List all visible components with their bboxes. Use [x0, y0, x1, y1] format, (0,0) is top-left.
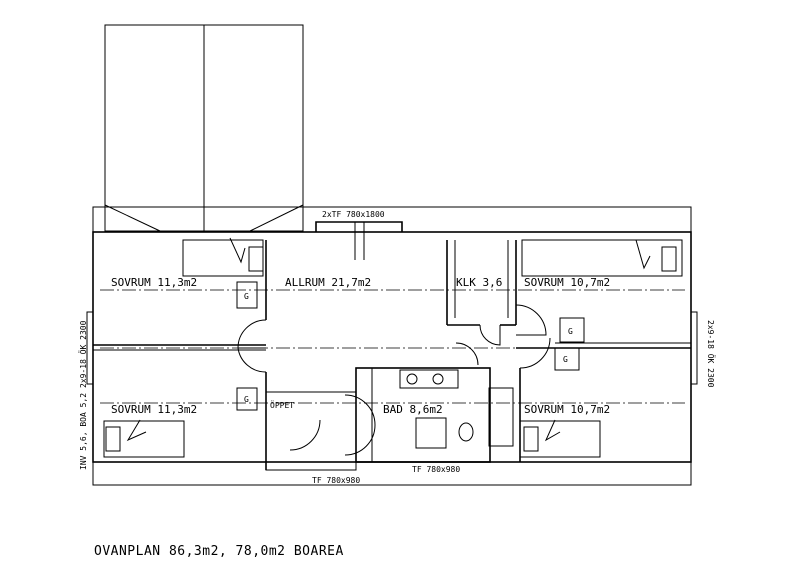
bottom-window-label-right: TF 780x980 [412, 465, 460, 474]
closet-marker: G [244, 292, 249, 301]
center-lines [100, 289, 685, 404]
left-side-label: 2x9-18 ÖK 2300 [78, 320, 88, 388]
closet-marker: G [563, 355, 568, 364]
room-label-sovrum-sw: SOVRUM 11,3m2 [111, 403, 197, 416]
bottom-window-label-left: TF 780x980 [312, 476, 360, 485]
top-window-label: 2xTF 780x1800 [322, 210, 385, 219]
closet-marker: G [568, 327, 573, 336]
room-label-allrum: ALLRUM 21,7m2 [285, 276, 371, 289]
room-label-sovrum-nw: SOVRUM 11,3m2 [111, 276, 197, 289]
plan-caption: OVANPLAN 86,3m2, 78,0m2 BOAREA [94, 544, 344, 559]
dormer-roof [104, 24, 304, 232]
outer-walls [86, 206, 698, 486]
interior-walls [93, 221, 691, 471]
room-label-sovrum-ne: SOVRUM 10,7m2 [524, 276, 610, 289]
room-label-oppet: ÖPPET [270, 400, 294, 410]
room-label-bad: BAD 8,6m2 [383, 403, 443, 416]
room-label-klk: KLK 3,6 [456, 276, 502, 289]
left-vent-label: INV 5,6, BOA 5,2 [79, 393, 88, 470]
room-label-sovrum-se: SOVRUM 10,7m2 [524, 403, 610, 416]
right-side-label: 2x9-18 ÖK 2300 [706, 320, 716, 388]
door-swings [126, 237, 651, 456]
closet-marker: G [244, 395, 249, 404]
